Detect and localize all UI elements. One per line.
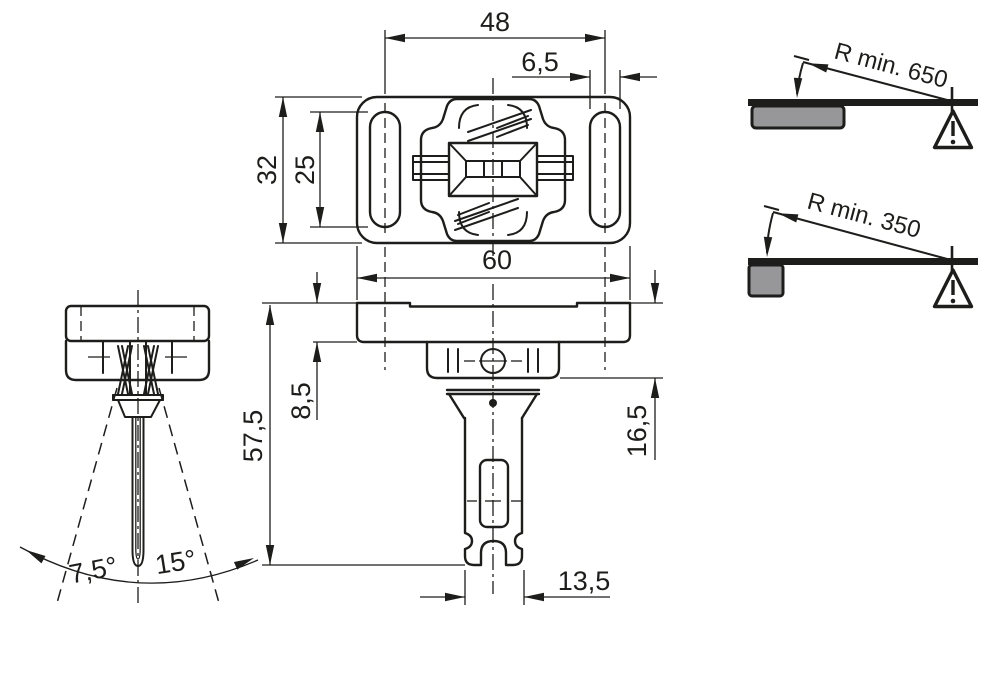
radius-leader	[763, 205, 952, 261]
dim-25: 25	[290, 155, 320, 185]
arc-arrow-left-icon	[26, 550, 46, 564]
dim-16-5: 16,5	[622, 405, 652, 458]
radius-arrow-icon	[808, 63, 829, 73]
front-view-dimensions: 8,5 57,5 16,5 13,5	[238, 270, 663, 605]
latch-mechanism	[412, 97, 574, 243]
right-pin-tab	[536, 155, 574, 181]
radius-label-350: R min. 350	[804, 188, 923, 244]
radius-diagram-edge-mount: R min. 350	[747, 188, 978, 309]
radius-diagram-flat-mount: R min. 650	[748, 38, 978, 150]
arc-arrow-right-icon	[233, 558, 254, 570]
neck-transition	[445, 388, 541, 420]
swing-arc	[19, 546, 259, 584]
dim-48: 48	[480, 7, 510, 37]
angle-15: 15°	[153, 544, 198, 580]
flange-outline	[355, 301, 632, 344]
actuator-block-flat	[750, 104, 846, 130]
door-panel	[748, 258, 978, 265]
angle-7-5: 7,5°	[67, 551, 120, 590]
actuator-block-edge	[747, 263, 785, 298]
down-arrow-icon	[793, 77, 803, 98]
left-pin-tab	[412, 155, 450, 181]
warning-triangle-icon	[932, 109, 974, 150]
side-springs	[117, 345, 159, 395]
top-spring	[467, 109, 532, 142]
side-view: 7,5° 15°	[19, 290, 259, 607]
dim-13-5: 13,5	[558, 566, 611, 596]
front-view	[355, 247, 632, 594]
top-view-dimensions: 48 6,5 32 25 60	[252, 7, 657, 300]
warning-triangle-icon	[932, 268, 974, 309]
down-arrow-icon	[763, 236, 773, 257]
radius-leader	[793, 55, 952, 102]
bottom-spring	[454, 198, 519, 231]
dim-57-5: 57,5	[238, 410, 268, 463]
swing-range: 7,5° 15°	[19, 387, 259, 604]
top-view	[355, 78, 632, 258]
door-panel	[748, 99, 978, 106]
dim-8-5: 8,5	[286, 382, 316, 420]
dim-6-5: 6,5	[521, 47, 559, 77]
dim-60: 60	[482, 245, 512, 275]
dim-32: 32	[252, 155, 282, 185]
radius-arrow-icon	[778, 213, 799, 223]
stem-window	[478, 458, 510, 529]
